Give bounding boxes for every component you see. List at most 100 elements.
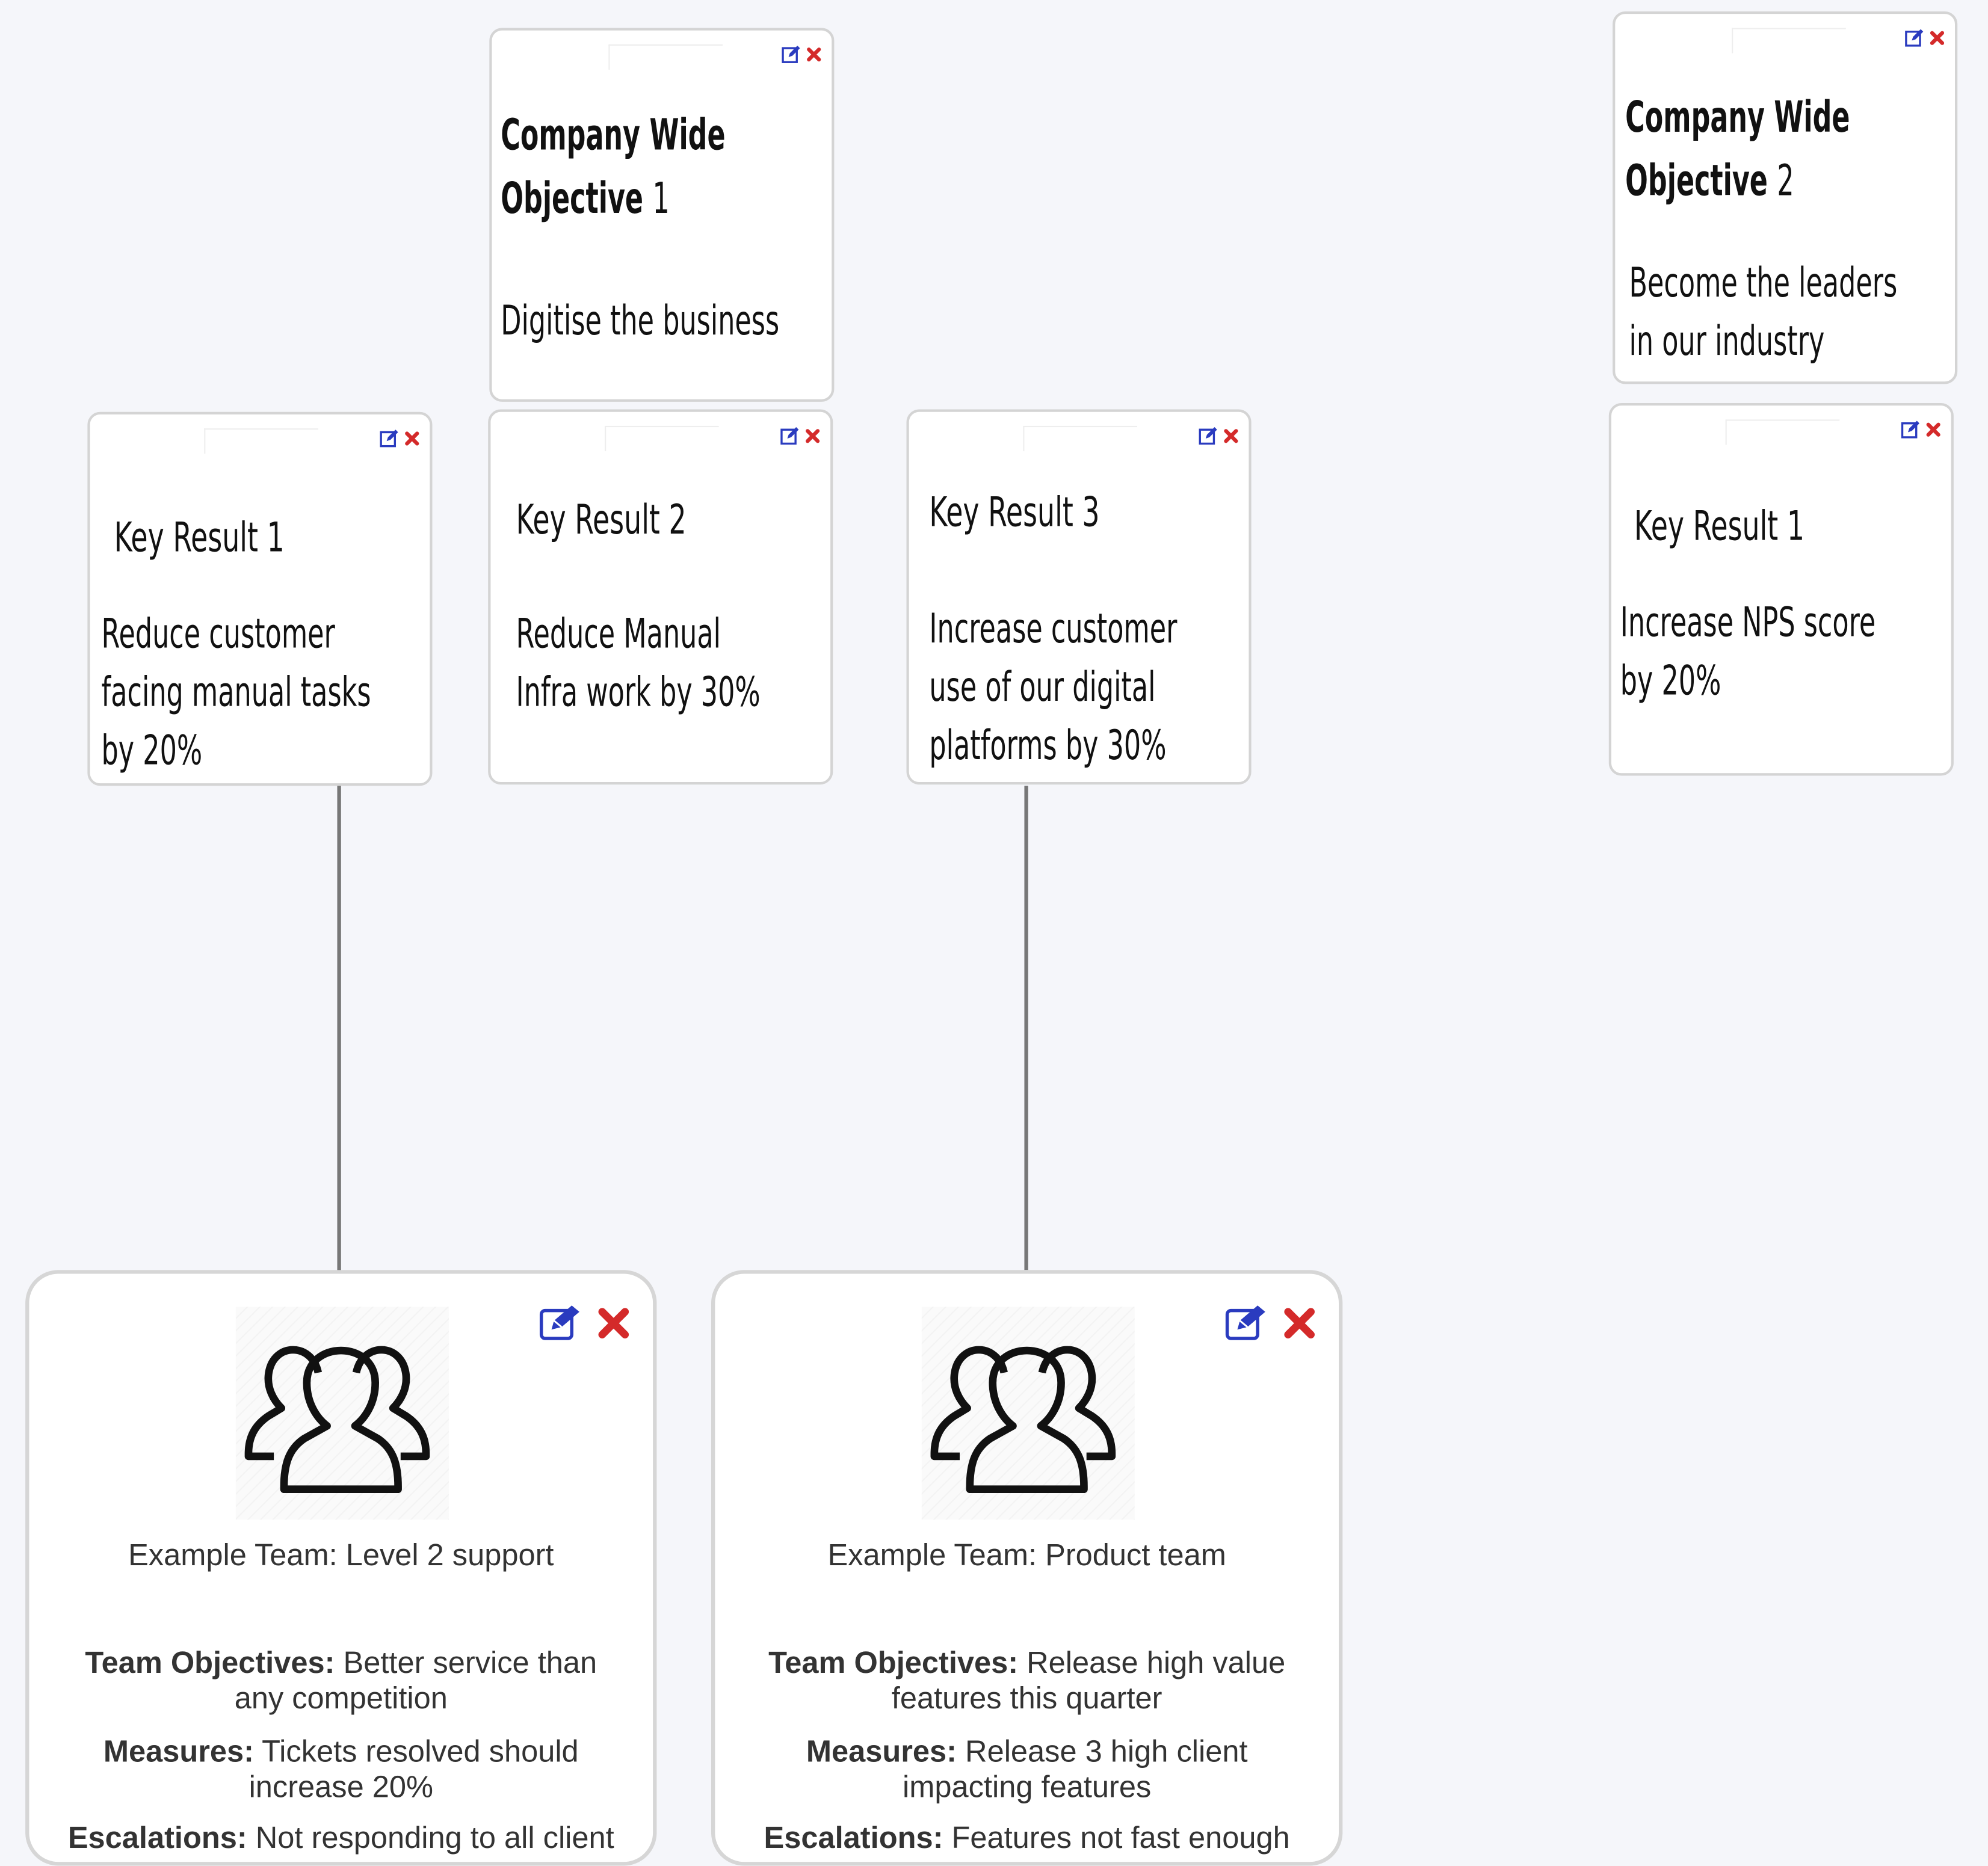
close-icon[interactable]	[1283, 1307, 1316, 1340]
card-actions	[781, 45, 821, 65]
team-card-2[interactable]: Example Team: Product team Team Objectiv…	[711, 1270, 1343, 1866]
card-tab-divider	[608, 44, 723, 46]
objective-text: Digitise the business	[501, 297, 780, 345]
team-objectives-text-line2: any competition	[234, 1681, 448, 1716]
close-icon[interactable]	[1930, 31, 1945, 46]
key-result-text-line: Increase customer	[929, 605, 1178, 653]
key-result-title: Key Result 1	[114, 513, 285, 562]
team-objectives-label: Team Objectives:	[85, 1646, 335, 1681]
key-result-card-3[interactable]: Key Result 3 Increase customer use of ou…	[906, 409, 1252, 785]
key-result-card-1[interactable]: Key Result 1 Reduce customer facing manu…	[87, 411, 433, 786]
team-objectives-text-line1: Better service than	[343, 1646, 597, 1681]
key-result-card-2[interactable]: Key Result 2 Reduce Manual Infra work by…	[488, 409, 833, 785]
key-result-title: Key Result 3	[929, 488, 1100, 537]
objective-number: 1	[652, 173, 670, 224]
key-result-text-line: Reduce Manual	[516, 609, 721, 658]
key-result-text-line: Infra work by 30%	[516, 668, 761, 716]
objective-title-line1: Company Wide	[501, 110, 726, 161]
team-escalations-text: Features not fast enough	[951, 1821, 1290, 1856]
objective-title-word: Objective	[501, 173, 644, 224]
card-tab-divider	[1725, 419, 1727, 445]
connector-line	[1024, 786, 1028, 1270]
team-measures-label: Measures:	[103, 1735, 255, 1770]
card-tab-divider	[204, 428, 318, 430]
objective-title-word: Objective	[1625, 156, 1768, 207]
edit-icon[interactable]	[1904, 28, 1925, 48]
card-actions	[1904, 28, 1945, 48]
close-icon[interactable]	[404, 431, 419, 446]
team-avatar	[235, 1307, 449, 1520]
team-measures-label: Measures:	[806, 1735, 957, 1770]
edit-icon[interactable]	[379, 428, 400, 449]
team-objectives-label: Team Objectives:	[768, 1646, 1019, 1681]
card-tab-divider	[1732, 28, 1733, 54]
team-measures-text-line2: impacting features	[903, 1770, 1152, 1805]
edit-icon[interactable]	[1224, 1304, 1268, 1342]
key-result-text-line: facing manual tasks	[101, 668, 371, 716]
objective-number: 2	[1777, 156, 1794, 207]
edit-icon[interactable]	[539, 1304, 582, 1342]
team-name: Example Team: Level 2 support	[128, 1538, 554, 1573]
team-avatar	[921, 1307, 1135, 1520]
card-tab-divider	[1725, 419, 1840, 421]
objective-title-line2: Objective 1	[501, 167, 670, 230]
close-icon[interactable]	[1223, 428, 1238, 443]
card-actions	[1198, 426, 1238, 446]
card-actions	[539, 1304, 630, 1342]
key-result-text-line: by 20%	[101, 726, 203, 775]
card-tab-divider	[605, 425, 719, 428]
objective-text-line1: Become the leaders	[1629, 258, 1898, 307]
team-escalations: Escalations: Not responding to all clien…	[47, 1821, 635, 1857]
close-icon[interactable]	[806, 47, 821, 62]
team-name: Example Team: Product team	[827, 1538, 1226, 1573]
edit-icon[interactable]	[781, 45, 801, 65]
objective-title-line1: Company Wide	[1625, 92, 1850, 144]
key-result-text-line: use of our digital	[929, 662, 1156, 712]
team-escalations: Escalations: Features not fast enough	[733, 1821, 1321, 1857]
team-icon	[930, 1346, 1116, 1494]
team-escalations-text: Not responding to all client	[255, 1821, 614, 1856]
connector-line	[337, 786, 341, 1273]
card-tab-divider	[608, 44, 610, 70]
team-measures-text-line2: increase 20%	[248, 1770, 433, 1805]
key-result-text-line: by 20%	[1620, 656, 1721, 705]
card-actions	[1900, 419, 1940, 440]
card-actions	[780, 426, 820, 446]
card-tab-divider	[204, 428, 206, 454]
card-tab-divider	[1023, 425, 1025, 452]
objective-text-line2: in our industry	[1629, 316, 1825, 365]
close-icon[interactable]	[805, 428, 820, 443]
objective-card-2[interactable]: Company Wide Objective 2 Become the lead…	[1613, 11, 1958, 384]
team-icon	[244, 1346, 430, 1494]
key-result-title: Key Result 1	[1634, 502, 1805, 550]
team-measures-text-line1: Release 3 high client	[965, 1735, 1248, 1770]
objective-card-1[interactable]: Company Wide Objective 1 Digitise the bu…	[489, 28, 835, 402]
key-result-text-line: platforms by 30%	[929, 721, 1167, 769]
key-result-text-line: Reduce customer	[101, 609, 335, 658]
card-tab-divider	[605, 425, 607, 452]
key-result-card-4[interactable]: Key Result 1 Increase NPS score by 20%	[1608, 403, 1954, 776]
key-result-title: Key Result 2	[516, 495, 687, 544]
edit-icon[interactable]	[1900, 419, 1921, 440]
card-actions	[379, 428, 419, 449]
team-objectives-text-line2: features this quarter	[891, 1681, 1162, 1716]
card-actions	[1224, 1304, 1316, 1342]
team-escalations-label: Escalations:	[67, 1821, 247, 1856]
team-measures-text-line1: Tickets resolved should	[262, 1735, 579, 1770]
team-objectives-text-line1: Release high value	[1026, 1646, 1286, 1681]
objective-title-line2: Objective 2	[1625, 150, 1794, 213]
card-tab-divider	[1732, 28, 1846, 29]
key-result-text-line: Increase NPS score	[1620, 598, 1876, 647]
edit-icon[interactable]	[780, 426, 800, 446]
team-escalations-label: Escalations:	[764, 1821, 943, 1856]
team-card-1[interactable]: Example Team: Level 2 support Team Objec…	[25, 1270, 657, 1866]
card-tab-divider	[1023, 425, 1137, 428]
edit-icon[interactable]	[1198, 426, 1218, 446]
close-icon[interactable]	[597, 1307, 630, 1340]
close-icon[interactable]	[1926, 422, 1941, 437]
